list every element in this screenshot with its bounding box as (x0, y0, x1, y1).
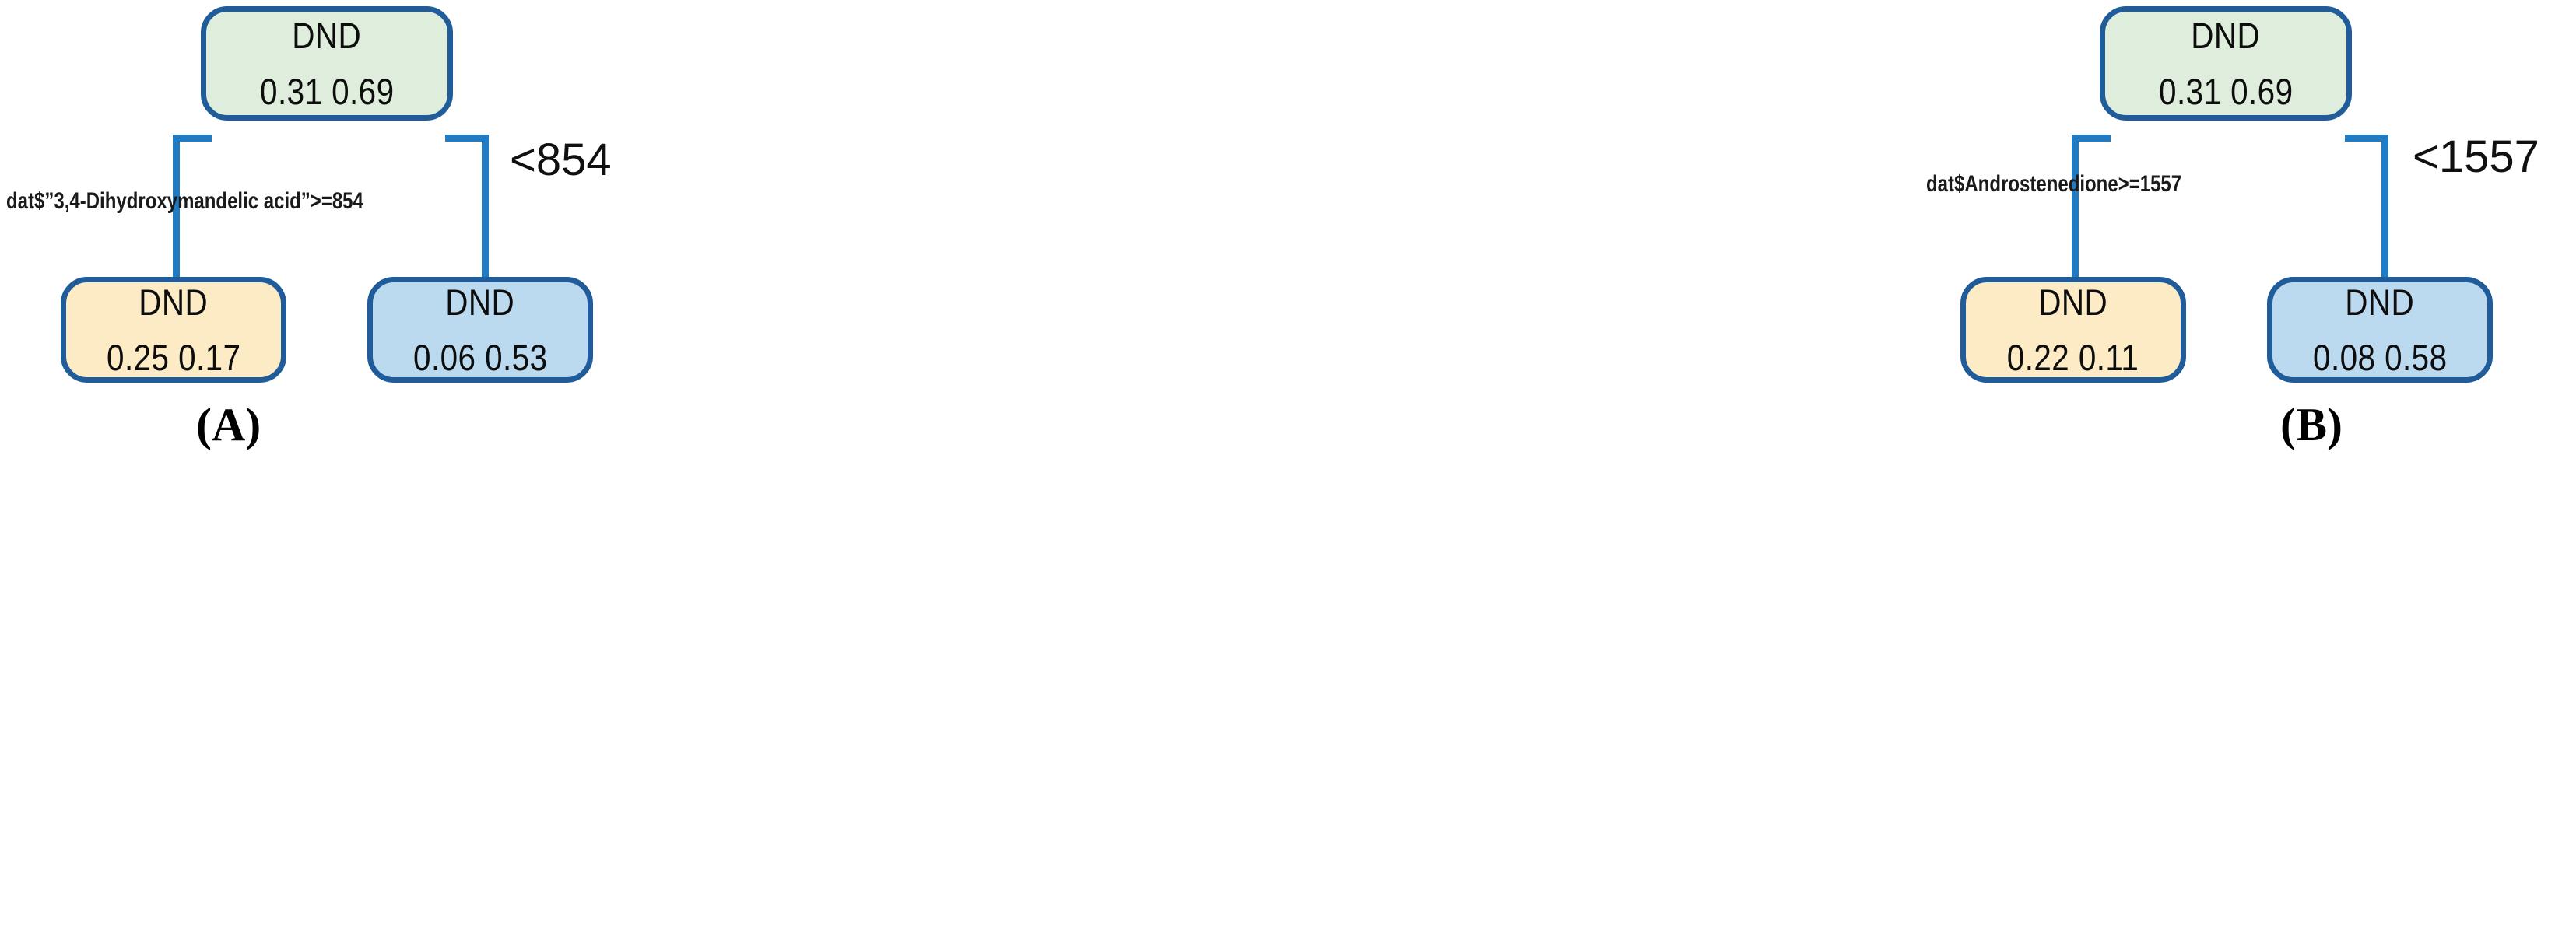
connector-root-right-vertical (482, 135, 489, 277)
node-root-panel-a[interactable]: DND 0.31 0.69 (201, 6, 453, 121)
node-root-panel-b-values: 0.31 0.69 (2158, 70, 2293, 112)
node-leaf-right-panel-a-values: 0.06 0.53 (412, 337, 548, 378)
node-leaf-left-panel-a-values: 0.25 0.17 (106, 337, 241, 378)
node-leaf-left-panel-b[interactable]: DND 0.22 0.11 (1960, 277, 2186, 383)
node-root-panel-b-label: DND (2191, 15, 2261, 57)
node-leaf-left-panel-a[interactable]: DND 0.25 0.17 (61, 277, 286, 383)
node-leaf-right-panel-a[interactable]: DND 0.06 0.53 (367, 277, 593, 383)
connector-root-left-vertical-upper (2072, 135, 2079, 243)
node-leaf-left-panel-a-label: DND (139, 281, 209, 323)
edge-label-left-panel-b: dat$Androstenedione>=1557 (1926, 171, 2182, 197)
node-leaf-left-panel-b-values: 0.22 0.11 (2007, 337, 2139, 378)
panel-b: DND 0.31 0.69 dat$Androstenedione>=1557 … (1288, 0, 2576, 928)
node-root-panel-b[interactable]: DND 0.31 0.69 (2100, 6, 2352, 121)
edge-label-right-panel-b: <1557 (2413, 131, 2539, 182)
connector-root-right-horizontal (445, 135, 489, 142)
edge-label-right-panel-a: <854 (510, 135, 612, 185)
node-leaf-right-panel-a-label: DND (445, 281, 515, 323)
node-leaf-right-panel-b[interactable]: DND 0.08 0.58 (2267, 277, 2493, 383)
connector-root-right-horizontal (2345, 135, 2388, 142)
panel-caption-b: (B) (2280, 399, 2343, 450)
node-leaf-right-panel-b-values: 0.08 0.58 (2312, 337, 2448, 378)
node-leaf-left-panel-b-label: DND (2038, 281, 2108, 323)
node-root-panel-a-label: DND (292, 15, 362, 57)
connector-root-left-vertical-lower (2072, 224, 2079, 277)
edge-label-left-panel-a: dat$”3,4-Dihydroxymandelic acid”>=854 (6, 188, 363, 214)
panel-a: DND 0.31 0.69 dat$”3,4-Dihydroxymandelic… (6, 6, 612, 450)
connector-root-left-vertical-lower (173, 224, 180, 277)
panel-caption-a: (A) (196, 399, 261, 450)
node-root-panel-a-values: 0.31 0.69 (259, 70, 395, 112)
node-leaf-right-panel-b-label: DND (2345, 281, 2415, 323)
connector-root-right-vertical (2381, 135, 2388, 277)
connector-root-left-vertical-upper (173, 135, 180, 243)
connector-root-left-horizontal (2072, 135, 2111, 142)
connector-root-left-horizontal (173, 135, 212, 142)
